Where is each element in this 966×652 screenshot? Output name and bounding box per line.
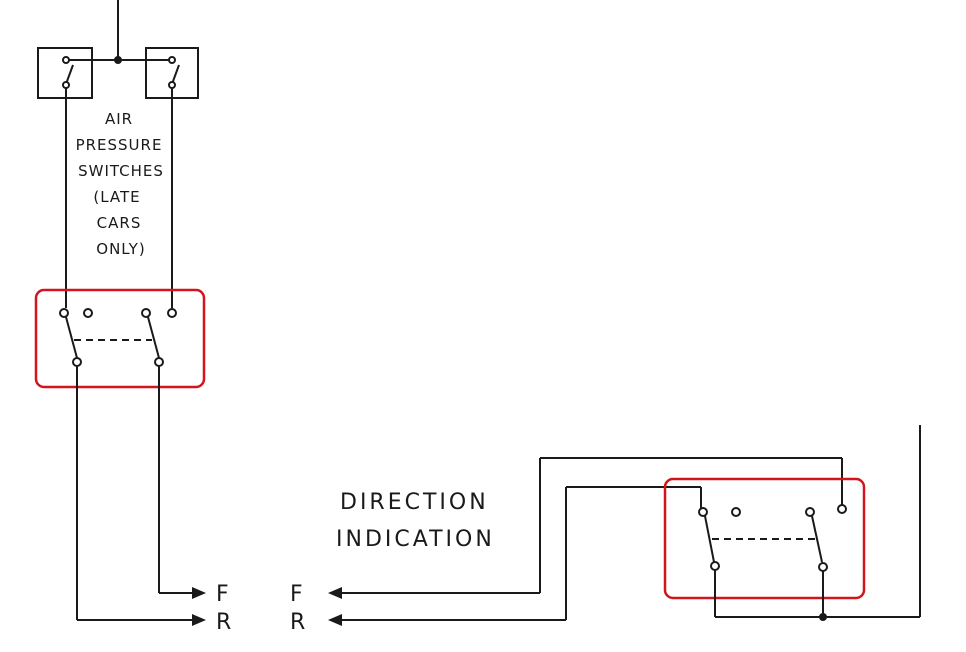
- lower-common-wire: [714, 425, 921, 621]
- air-pressure-switches: [37, 0, 199, 308]
- label-late: (LATE: [93, 188, 140, 206]
- left-r-label: R: [216, 610, 232, 635]
- label-cars: CARS: [97, 214, 142, 232]
- lower-switch-highlight: [663, 477, 866, 600]
- direction-label: DIRECTION: [340, 490, 489, 515]
- label-only: ONLY): [96, 240, 145, 258]
- left-output-wires: [76, 366, 206, 626]
- indication-label: INDICATION: [336, 527, 495, 552]
- junction-dot-top: [114, 56, 122, 64]
- label-switches: SWITCHES: [78, 162, 164, 180]
- label-pressure: PRESSURE: [76, 136, 163, 154]
- left-f-label: F: [216, 582, 230, 607]
- right-r-label: R: [290, 610, 306, 635]
- air-pressure-label: AIR PRESSURE SWITCHES (LATE CARS ONLY): [76, 110, 164, 258]
- lower-changeover-switch: [663, 477, 866, 600]
- right-output-wires: [328, 457, 843, 626]
- right-f-label: F: [290, 582, 304, 607]
- label-air: AIR: [105, 110, 133, 128]
- upper-changeover-switch: [34, 288, 206, 389]
- junction-dot-bottom: [819, 613, 827, 621]
- upper-switch-highlight: [34, 288, 206, 389]
